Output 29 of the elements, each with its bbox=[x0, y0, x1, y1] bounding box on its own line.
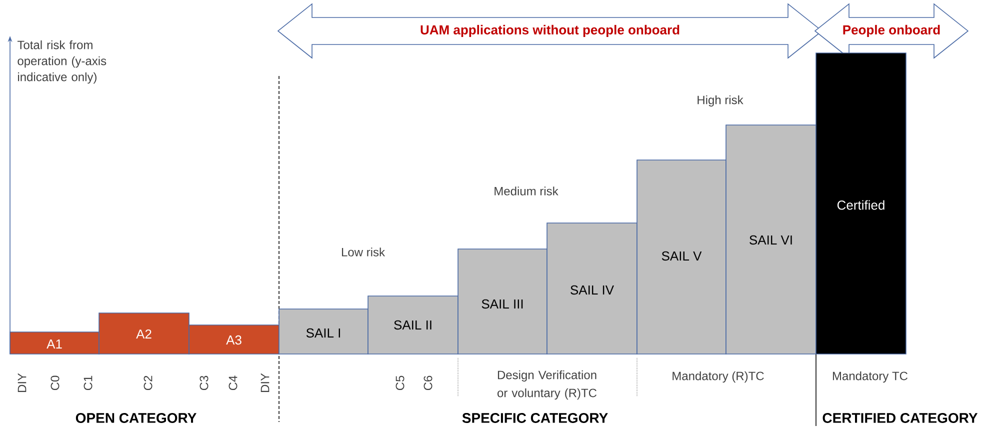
requirement-label: Design Verification or voluntary (R)TC bbox=[498, 370, 597, 400]
tick-label: DIY bbox=[260, 373, 270, 392]
bar: A1 bbox=[10, 332, 100, 354]
bar: SAIL IV bbox=[546, 222, 638, 354]
bar: SAIL II bbox=[368, 296, 458, 354]
bar: A2 bbox=[98, 312, 190, 354]
risk-label: High risk bbox=[698, 95, 744, 107]
tick-label: C1 bbox=[84, 376, 92, 390]
bar: SAIL V bbox=[636, 160, 726, 354]
bar: Certified bbox=[816, 52, 906, 354]
tick-label: DIY bbox=[18, 373, 26, 392]
requirement-label: Mandatory (R)TC bbox=[672, 371, 764, 383]
tick-label: C3 bbox=[200, 376, 208, 390]
bar: SAIL I bbox=[278, 308, 368, 354]
tick-label: C0 bbox=[50, 376, 60, 390]
bar: SAIL VI bbox=[726, 124, 816, 354]
risk-label: Medium risk bbox=[494, 186, 558, 196]
risk-label: Low risk bbox=[342, 248, 386, 256]
bar: SAIL III bbox=[458, 248, 548, 354]
tick-label: C4 bbox=[228, 376, 238, 390]
tick-label: C6 bbox=[424, 376, 432, 390]
axis-title: Total risk from operation (y-axis indicative only) bbox=[17, 40, 106, 84]
category-label: OPEN CATEGORY bbox=[76, 413, 196, 423]
bar: A3 bbox=[188, 324, 280, 354]
requirement-label: Mandatory TC bbox=[832, 371, 908, 383]
tick-label: C2 bbox=[144, 376, 152, 390]
category-label: SPECIFIC CATEGORY bbox=[462, 413, 608, 423]
tick-label: C5 bbox=[396, 376, 404, 390]
category-label: CERTIFIED CATEGORY bbox=[822, 413, 978, 423]
